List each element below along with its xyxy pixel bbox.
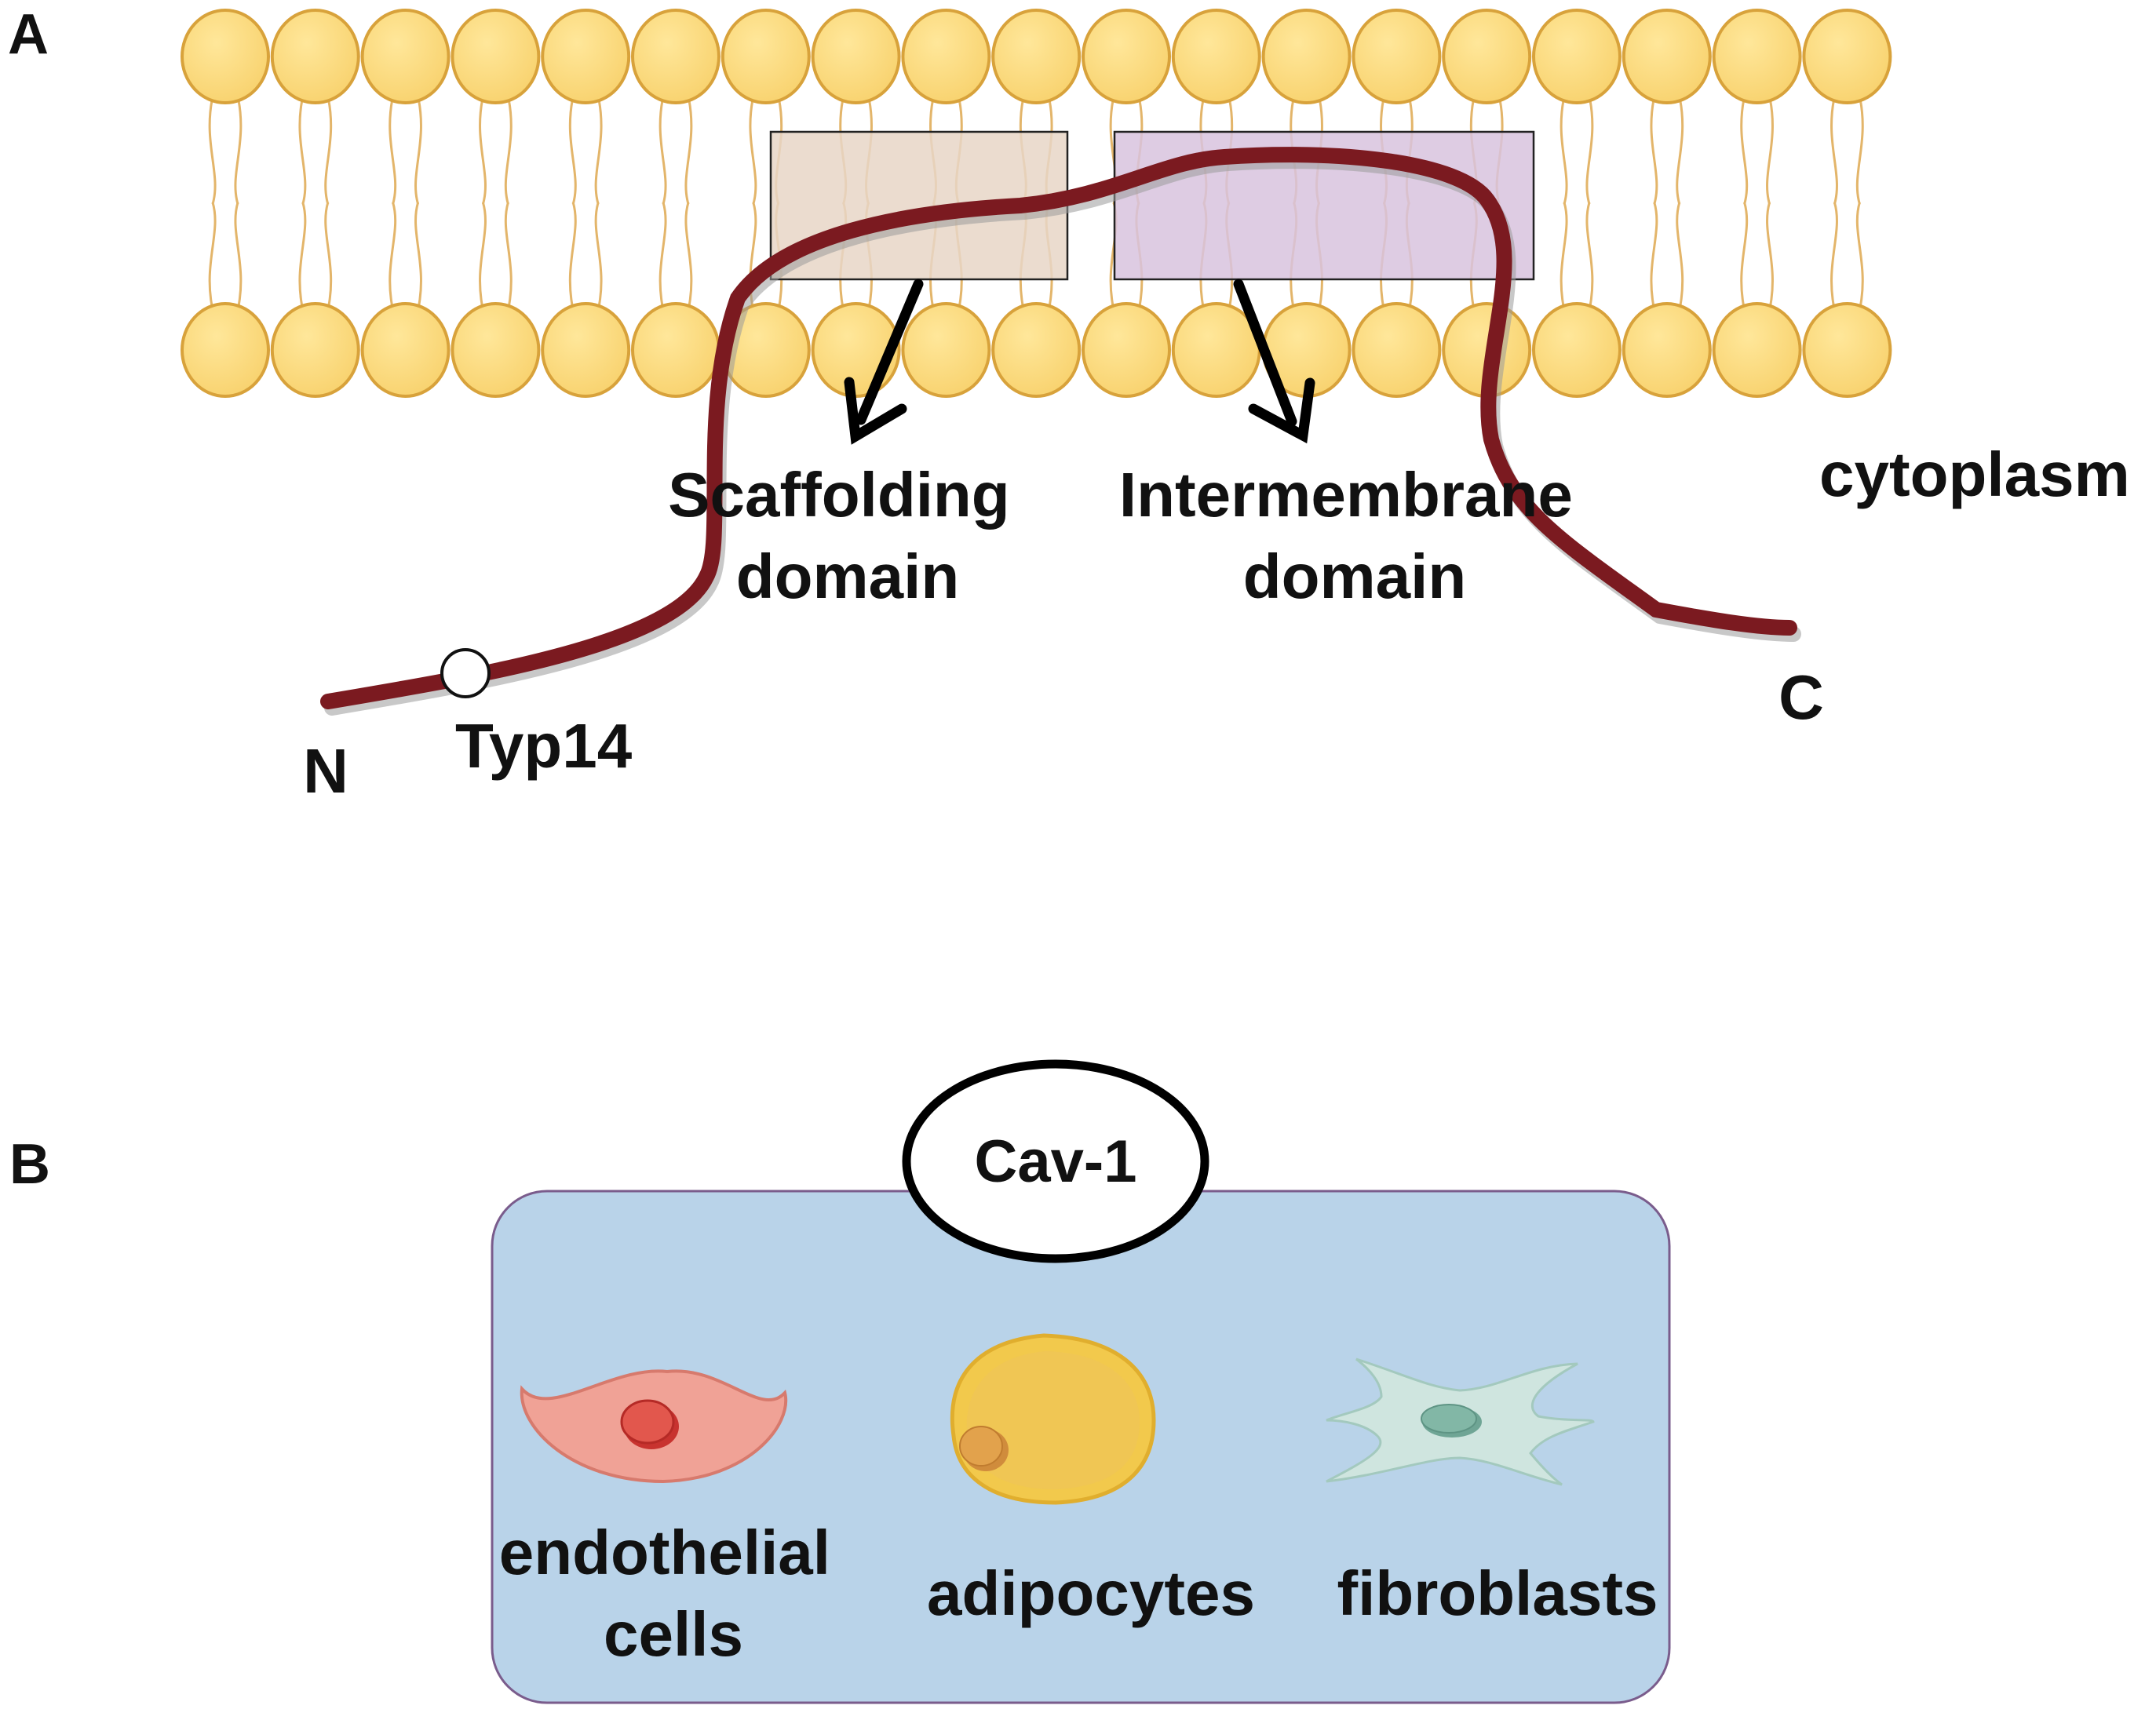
lipid-tail: [389, 96, 422, 311]
lipid-head-inner: [360, 302, 451, 398]
lipid-head-inner: [1352, 302, 1442, 398]
lipid-head-outer: [811, 9, 901, 104]
lipid-bilayer: [181, 9, 1892, 398]
lipid-head-outer: [1712, 9, 1802, 104]
lipid-head-inner: [1622, 302, 1712, 398]
lipid-head-inner: [541, 302, 631, 398]
lipid-head-inner: [181, 302, 270, 398]
lipid-tail: [1830, 96, 1864, 311]
lipid-tail: [658, 96, 693, 311]
n-terminus-label: N: [303, 736, 348, 806]
lipid-tail: [298, 96, 333, 311]
lipid-head-outer: [1261, 9, 1352, 104]
lipid-tail: [1650, 96, 1684, 311]
endothelial-cells-label: endothelial cells: [499, 1518, 848, 1669]
scaffolding-arrow-icon: [844, 279, 924, 445]
panel-a: A Scaffolding domain Intermembrane domai…: [8, 3, 2130, 806]
lipid-head-outer: [1442, 9, 1532, 104]
intermembrane-arrow-icon: [1233, 279, 1315, 444]
protein-chain: [320, 147, 1797, 709]
lipid-head-outer: [1171, 9, 1261, 104]
typ14-residue-marker: [440, 648, 491, 698]
panel-b-letter: B: [9, 1133, 50, 1196]
lipid-head-inner: [270, 302, 360, 398]
lipid-tail: [479, 96, 513, 311]
lipid-head-outer: [631, 9, 720, 104]
lipid-head-outer: [360, 9, 451, 104]
lipid-head-outer: [1802, 9, 1892, 104]
lipid-head-inner: [901, 302, 991, 398]
lipid-head-outer: [1532, 9, 1622, 104]
fibroblasts-label: fibroblasts: [1337, 1558, 1658, 1628]
panel-b: B Cav-1 endothelial cells: [9, 1059, 1671, 1704]
lipid-head-outer: [1352, 9, 1442, 104]
cav1-label: Cav-1: [975, 1128, 1137, 1195]
lipid-tail: [1560, 96, 1594, 311]
lipid-head-outer: [1622, 9, 1712, 104]
lipid-head-outer: [270, 9, 360, 104]
fibroblast-icon: [1326, 1357, 1595, 1486]
lipid-head-inner: [631, 302, 720, 398]
lipid-head-outer: [1082, 9, 1171, 104]
lipid-head-outer: [541, 9, 631, 104]
c-terminus-label: C: [1778, 662, 1824, 732]
lipid-tail: [568, 96, 603, 311]
typ14-label: Typ14: [455, 711, 633, 781]
lipid-head-outer: [181, 9, 270, 104]
endothelial-cell-icon: [520, 1369, 788, 1484]
lipid-head-outer: [991, 9, 1082, 104]
lipid-head-inner: [1712, 302, 1802, 398]
lipid-head-outer: [720, 9, 811, 104]
lipid-head-inner: [1532, 302, 1622, 398]
lipid-head-outer: [901, 9, 991, 104]
lipid-head-outer: [451, 9, 541, 104]
cytoplasm-label: cytoplasm: [1819, 439, 2130, 509]
panel-a-letter: A: [8, 3, 49, 66]
lipid-tail: [208, 96, 243, 311]
scaffolding-domain-label: Scaffolding domain: [668, 460, 1027, 611]
lipid-tail: [1740, 96, 1774, 311]
lipid-head-inner: [1802, 302, 1892, 398]
adipocytes-label: adipocytes: [927, 1558, 1255, 1628]
cav1-badge: Cav-1: [902, 1059, 1209, 1263]
intermembrane-domain-label: Intermembrane domain: [1119, 460, 1590, 611]
lipid-head-inner: [991, 302, 1082, 398]
lipid-head-inner: [451, 302, 541, 398]
lipid-head-inner: [1082, 302, 1171, 398]
adipocyte-icon: [950, 1333, 1156, 1505]
